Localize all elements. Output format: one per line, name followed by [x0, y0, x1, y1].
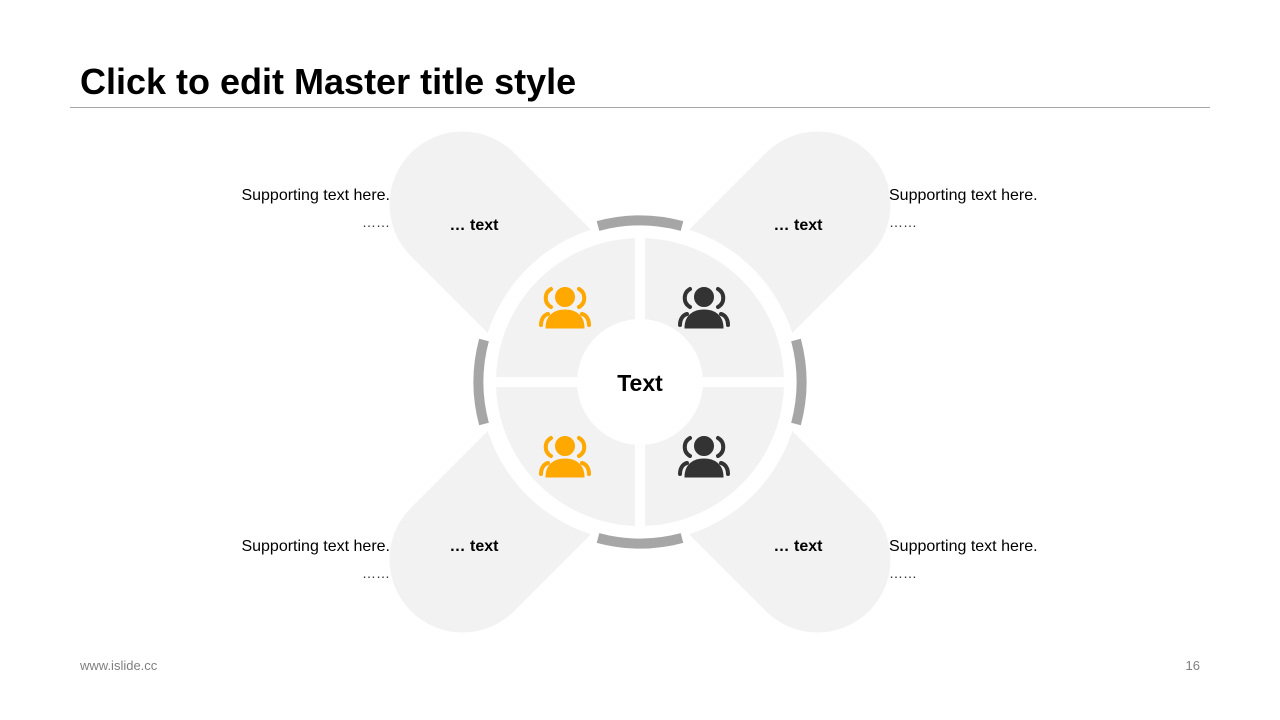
supporting-ellipsis: ……	[362, 214, 390, 230]
center-label[interactable]: Text	[617, 370, 663, 396]
supporting-ellipsis: ……	[889, 214, 917, 230]
supporting-text[interactable]: Supporting text here.	[889, 538, 1038, 555]
supporting-text-top-left: Supporting text here. ……	[241, 186, 390, 232]
supporting-text-bottom-right: Supporting text here. ……	[889, 537, 1038, 583]
page-number: 16	[1185, 658, 1200, 673]
ring-arcs	[473, 215, 807, 549]
center-circle	[577, 319, 703, 445]
supporting-text[interactable]: Supporting text here.	[241, 538, 390, 555]
slide-title[interactable]: Click to edit Master title style	[80, 61, 577, 102]
arc-right	[791, 338, 807, 426]
supporting-text-top-right: Supporting text here. ……	[889, 186, 1038, 232]
petal-label-top-right[interactable]: … text	[774, 217, 824, 234]
supporting-text-bottom-left: Supporting text here. ……	[241, 537, 390, 583]
arc-bottom	[596, 533, 684, 549]
supporting-ellipsis: ……	[889, 565, 917, 581]
petal-label-top-left[interactable]: … text	[450, 217, 500, 234]
supporting-text[interactable]: Supporting text here.	[241, 187, 390, 204]
footer-url: www.islide.cc	[80, 658, 158, 673]
arc-top	[596, 215, 684, 231]
petal-label-bottom-left[interactable]: … text	[450, 538, 500, 555]
supporting-ellipsis: ……	[362, 565, 390, 581]
arc-left	[473, 338, 489, 426]
petal-label-bottom-right[interactable]: … text	[774, 538, 824, 555]
supporting-text[interactable]: Supporting text here.	[889, 187, 1038, 204]
title-divider	[70, 107, 1210, 108]
